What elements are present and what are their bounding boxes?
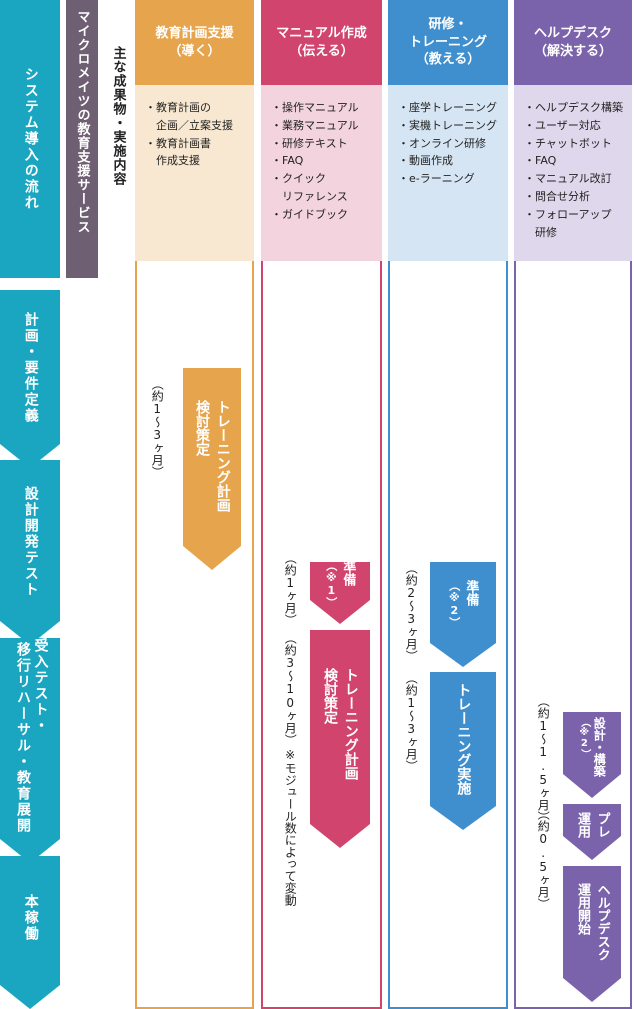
help-duration2-note: （約0.5ヶ月） <box>536 808 551 910</box>
list-item: ・教育計画書 <box>145 136 211 150</box>
man-duration1-note: （約1ヶ月） <box>283 552 298 626</box>
list-item: リファレンス <box>271 190 348 204</box>
trn-exec-label: トレーニング実施 <box>455 683 472 795</box>
list-item: ・動画作成 <box>398 154 453 168</box>
column-helpdesk-subtitle: （解決する） <box>533 43 612 59</box>
edu-plan-line1: トレーニング計画 <box>214 400 231 512</box>
column-education-subtitle: （導く） <box>168 43 221 59</box>
phase-design-label: 設計開発テスト <box>22 485 39 598</box>
trn-duration2-note: （約1〜3ヶ月） <box>404 672 419 772</box>
help-pre-line2: 運用 <box>575 812 590 838</box>
list-item: ・座学トレーニング <box>398 101 497 114</box>
list-item: ・実機トレーニング <box>398 118 497 132</box>
phase-design: 設計開発テスト <box>0 460 60 645</box>
trn-exec-step: トレーニング実施 <box>430 672 496 830</box>
column-education-title: 教育計画支援 <box>155 25 234 41</box>
column-helpdesk-items: ・ヘルプデスク構築 ・ユーザー対応 ・チャットボット ・FAQ ・マニュアル改訂… <box>514 85 632 261</box>
list-item: ・問合せ分析 <box>524 190 590 204</box>
column-manual-title: マニュアル作成 <box>276 25 367 41</box>
help-pre-line1: プレ <box>594 812 610 838</box>
trn-prep-step: 準備 （※2） <box>430 562 496 667</box>
column-training-subtitle: （教える） <box>415 52 481 68</box>
column-training-title2: トレーニング <box>408 34 487 50</box>
column-manual-header: マニュアル作成 （伝える） <box>261 0 382 85</box>
help-design-label: 設計・構築 <box>592 717 607 777</box>
column-education-header: 教育計画支援 （導く） <box>135 0 254 85</box>
phase-operation: 本稼働 <box>0 856 60 1009</box>
list-item: 企画／立案支援 <box>145 118 233 132</box>
list-item: ・e-ラーニング <box>398 172 475 186</box>
column-training-items: ・座学トレーニング ・実機トレーニング ・オンライン研修 ・動画作成 ・e-ラー… <box>388 85 508 261</box>
column-manual-items: ・操作マニュアル ・業務マニュアル ・研修テキスト ・FAQ ・クイック リファ… <box>261 85 382 261</box>
help-start-line1: ヘルプデスク <box>594 883 610 961</box>
man-plan-line1: トレーニング計画 <box>342 668 359 780</box>
list-item: ・オンライン研修 <box>398 136 486 150</box>
list-item: ・マニュアル改訂 <box>524 172 612 186</box>
edu-duration-note: （約1〜3ヶ月） <box>150 378 165 478</box>
man-plan-line2: 検討策定 <box>322 668 338 724</box>
man-duration2-note: （約3〜10ヶ月） <box>283 632 298 746</box>
list-item: ・ヘルプデスク構築 <box>524 101 623 114</box>
phase-flow-title: システム導入の流れ <box>0 0 60 278</box>
service-label-bar: マイクロメイツの教育支援サービス <box>66 0 98 278</box>
list-item: ・フォローアップ <box>524 207 612 221</box>
man-module-note: ※モジュール数によって変動 <box>283 748 298 906</box>
column-training-title: 研修・ <box>428 17 468 33</box>
trn-prep-label: 準備 <box>463 579 479 606</box>
list-item: ・FAQ <box>524 154 557 168</box>
list-item: ・操作マニュアル <box>271 101 359 114</box>
man-prep-label: 準備 <box>340 560 356 586</box>
column-manual-frame <box>261 0 382 1009</box>
help-start-line2: 運用開始 <box>575 883 590 935</box>
man-prep-note: （※1） <box>324 560 338 608</box>
column-helpdesk-title: ヘルプデスク <box>533 25 612 41</box>
list-item: ・FAQ <box>271 154 304 168</box>
list-item: 作成支援 <box>145 154 200 168</box>
edu-plan-line2: 検討策定 <box>194 400 210 456</box>
column-helpdesk-frame <box>514 0 632 1009</box>
list-item: 研修 <box>524 225 557 239</box>
phase-planning-label: 計画・要件定義 <box>22 312 39 424</box>
trn-prep-note: （※2） <box>447 579 461 628</box>
column-helpdesk-header: ヘルプデスク （解決する） <box>514 0 632 85</box>
edu-plan-step: トレーニング計画 検討策定 <box>183 368 241 570</box>
deliverables-label-wrap: 主な成果物・実施内容 <box>104 0 132 200</box>
trn-duration1-note: （約2〜3ヶ月） <box>404 562 419 662</box>
column-education-items: ・教育計画の 企画／立案支援 ・教育計画書 作成支援 <box>135 85 254 261</box>
man-plan-step: トレーニング計画 検討策定 <box>310 630 370 848</box>
man-prep-step: 準備 （※1） <box>310 562 370 624</box>
help-start-step: ヘルプデスク 運用開始 <box>563 866 621 1002</box>
list-item: ・ユーザー対応 <box>524 118 601 132</box>
list-item: ・チャットボット <box>524 136 612 150</box>
list-item: ・業務マニュアル <box>271 118 359 132</box>
list-item: ・教育計画の <box>145 101 211 114</box>
deliverables-label: 主な成果物・実施内容 <box>110 46 126 186</box>
service-label: マイクロメイツの教育支援サービス <box>74 10 90 234</box>
list-item: ・研修テキスト <box>271 136 348 150</box>
flow-title-text: システム導入の流れ <box>22 67 39 211</box>
phase-acceptance-label2: 移行リハーサル・教育展開 <box>15 641 31 834</box>
help-duration1-note: （約1〜1.5ヶ月） <box>536 695 551 823</box>
column-training-header: 研修・ トレーニング （教える） <box>388 0 508 85</box>
list-item: ・クイック <box>271 172 326 186</box>
phase-acceptance: 移行リハーサル・教育展開 受入テスト・ <box>0 638 60 863</box>
column-education-frame <box>135 0 254 1009</box>
phase-planning: 計画・要件定義 <box>0 290 60 468</box>
help-design-note: （※2） <box>578 717 590 759</box>
list-item: ・ガイドブック <box>271 207 348 221</box>
phase-operation-label: 本稼働 <box>22 893 39 942</box>
phase-acceptance-label1: 受入テスト・ <box>32 638 49 734</box>
column-training-frame <box>388 0 508 1009</box>
column-manual-subtitle: （伝える） <box>289 43 354 59</box>
